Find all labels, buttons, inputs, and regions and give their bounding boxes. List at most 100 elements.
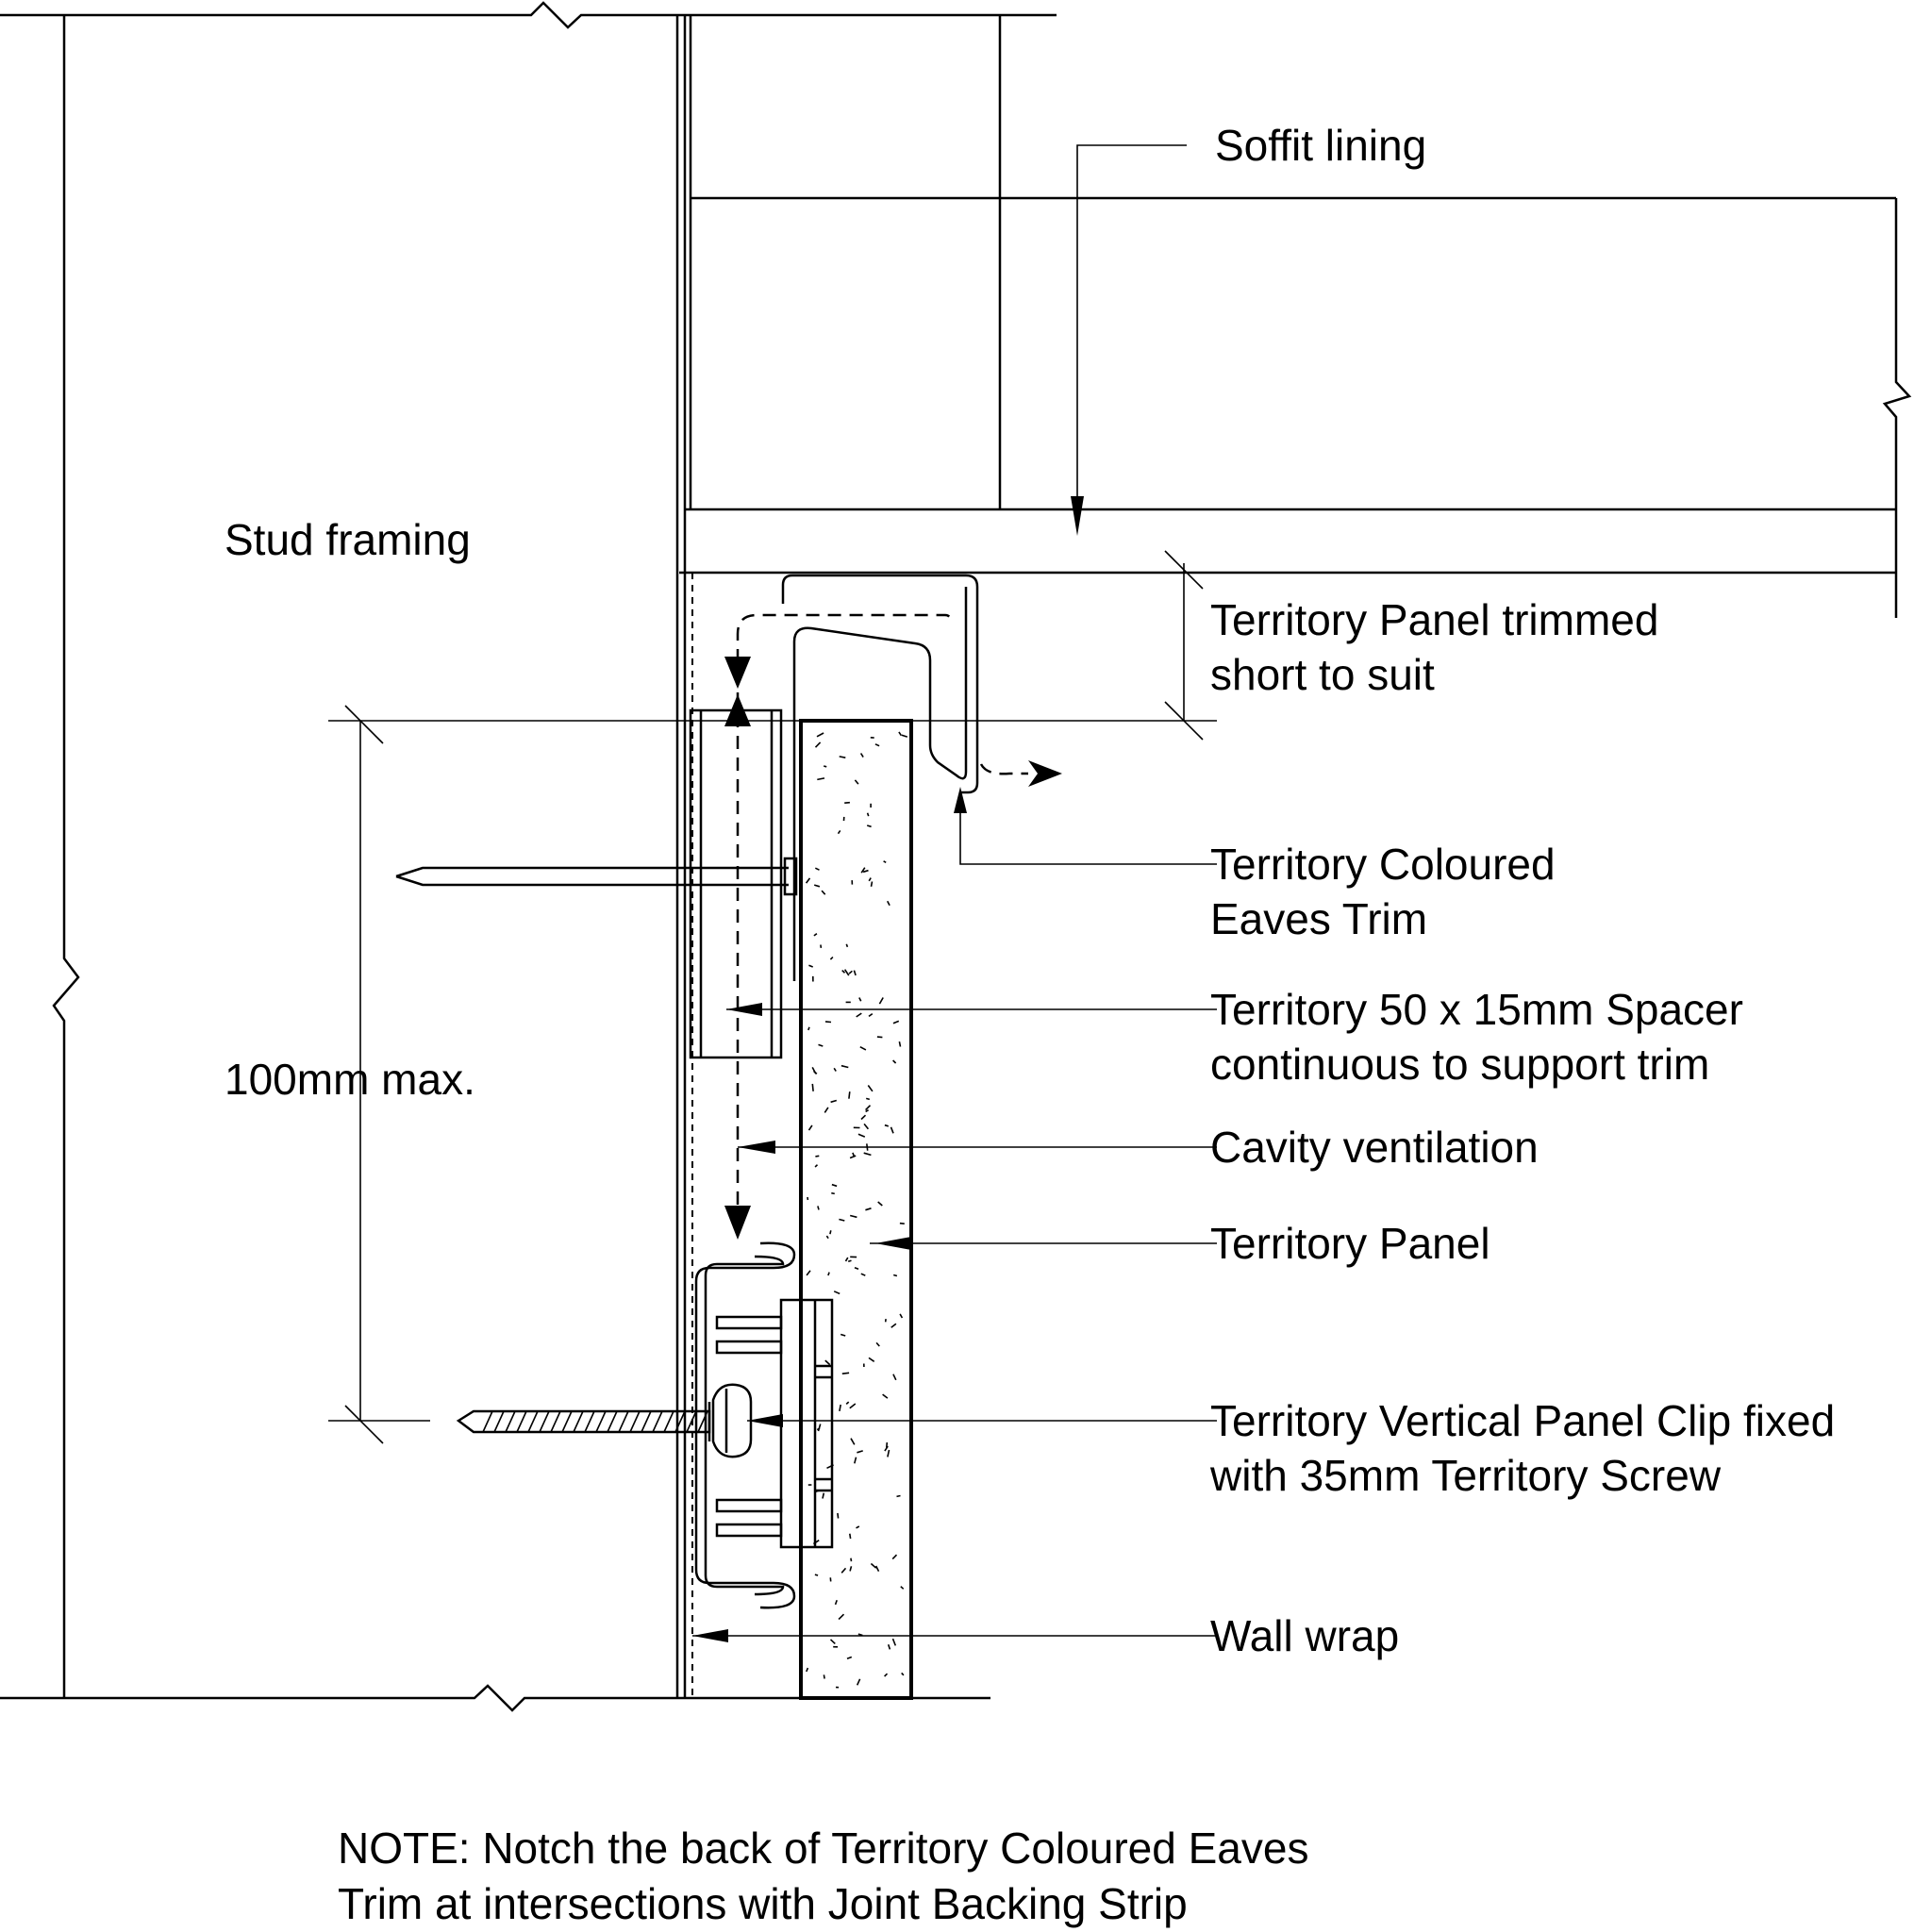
panel-speckle	[860, 1114, 867, 1121]
panel-speckle	[840, 1333, 846, 1337]
screw-thread	[697, 1410, 708, 1433]
panel-speckle	[863, 1123, 870, 1130]
panel-speckle	[822, 1492, 825, 1499]
panel-speckle	[815, 1155, 820, 1158]
panel-speckle	[844, 801, 850, 804]
panel-speckle	[817, 777, 825, 781]
screw-thread	[493, 1410, 505, 1433]
dimension-label: 100mm max.	[225, 1055, 475, 1104]
panel-speckle	[814, 1574, 819, 1576]
panel-speckle	[844, 1257, 849, 1262]
panel-speckle	[843, 969, 850, 976]
screw-thread	[550, 1410, 561, 1433]
panel-speckle	[854, 1457, 857, 1464]
panel-speckle	[868, 1357, 875, 1362]
panel-speckle	[847, 1259, 852, 1263]
panel-speckle	[875, 1341, 880, 1347]
panel-clip-label-line1: Territory Vertical Panel Clip fixed	[1210, 1396, 1835, 1445]
panel-speckle	[814, 867, 820, 871]
screw-thread	[663, 1410, 674, 1433]
leader-lines	[692, 144, 1217, 1642]
panel-speckle	[831, 1191, 835, 1195]
territory-panel-label: Territory Panel	[1210, 1219, 1490, 1268]
screw-thread	[641, 1410, 652, 1433]
panel-speckle	[806, 1270, 811, 1276]
panel-speckle	[827, 1272, 830, 1276]
panel-speckle	[883, 860, 887, 863]
territory-screw	[456, 1383, 753, 1458]
panel-speckle	[829, 956, 834, 960]
rafter-and-ceiling-members	[685, 15, 1912, 618]
panel-speckle	[865, 1097, 871, 1101]
panel-clip-label-line2: with 35mm Territory Screw	[1209, 1451, 1722, 1500]
panel-speckle	[829, 1639, 836, 1644]
panel-speckle	[866, 812, 870, 817]
panel-speckle	[831, 1183, 838, 1188]
panel-speckle	[833, 1291, 840, 1295]
screw-thread	[607, 1410, 618, 1433]
panel-trimmed-label-line1: Territory Panel trimmed	[1210, 595, 1658, 644]
panel-speckle	[854, 779, 859, 785]
screw-threads	[482, 1410, 708, 1433]
panel-speckle	[824, 1359, 831, 1366]
panel-speckle	[849, 1566, 853, 1572]
screw-thread	[674, 1410, 686, 1433]
screw-thread	[584, 1410, 595, 1433]
panel-speckle	[811, 1067, 817, 1074]
panel-speckle	[878, 997, 884, 1005]
panel-speckle	[892, 1059, 897, 1064]
panel-speckle	[838, 1613, 845, 1621]
screw-thread	[573, 1410, 584, 1433]
panel-speckle	[837, 1512, 840, 1519]
panel-speckle	[829, 1230, 832, 1235]
panel-speckle	[862, 869, 869, 874]
panel-speckle	[808, 964, 813, 968]
panel-speckle	[860, 867, 866, 874]
panel-speckle	[820, 944, 823, 949]
panel-speckle	[865, 1105, 872, 1111]
panel-speckle	[899, 1313, 904, 1319]
panel-speckle	[850, 1438, 856, 1445]
panel-speckle	[839, 756, 846, 758]
panel-speckle	[856, 1525, 860, 1529]
panel-speckle	[866, 824, 872, 828]
note: NOTE: Notch the back of Territory Colour…	[338, 1824, 1308, 1928]
panel-speckle	[896, 1494, 901, 1498]
panel-speckle	[859, 753, 864, 758]
panel-speckle	[841, 1372, 850, 1374]
panel-speckle	[807, 1124, 813, 1131]
panel-speckle	[849, 1403, 857, 1409]
panel-speckle	[825, 1235, 829, 1240]
panel-speckle	[840, 1064, 849, 1069]
panel-speckle	[821, 890, 826, 895]
note-line1: NOTE: Notch the back of Territory Colour…	[338, 1824, 1308, 1873]
panel-speckle	[839, 1218, 845, 1222]
panel-speckle	[891, 1554, 898, 1560]
panel-speckle	[858, 997, 862, 1002]
vertical-panel-clip	[694, 1241, 834, 1609]
dimension-100mm: 100mm max.	[225, 705, 1217, 1444]
panel-speckle	[805, 877, 811, 884]
panel-speckle	[845, 1401, 850, 1405]
panel-speckle	[806, 1667, 809, 1673]
panel-speckle	[848, 970, 853, 974]
panel-speckle	[884, 1124, 890, 1127]
nail-fixing	[395, 857, 798, 896]
spacer-label-line1: Territory 50 x 15mm Spacer	[1210, 985, 1743, 1034]
cavity-ventilation-label: Cavity ventilation	[1210, 1123, 1539, 1172]
panel-speckle	[823, 765, 827, 768]
panel-speckle	[852, 1152, 856, 1157]
callout-labels: Stud framing Soffit lining Territory Pan…	[225, 121, 1835, 1660]
panel-speckle	[807, 1026, 810, 1031]
panel-speckle	[817, 1424, 822, 1432]
panel-speckle	[849, 1533, 852, 1540]
panel-speckle	[834, 1599, 838, 1606]
trim-dimension	[1164, 550, 1204, 741]
panel-speckle	[818, 1043, 824, 1047]
panel-speckle	[860, 1273, 866, 1276]
panel-speckle	[874, 743, 880, 747]
spacer-label-line2: continuous to support trim	[1210, 1040, 1709, 1089]
panel-speckle	[837, 829, 841, 835]
panel-speckle	[901, 1672, 905, 1676]
